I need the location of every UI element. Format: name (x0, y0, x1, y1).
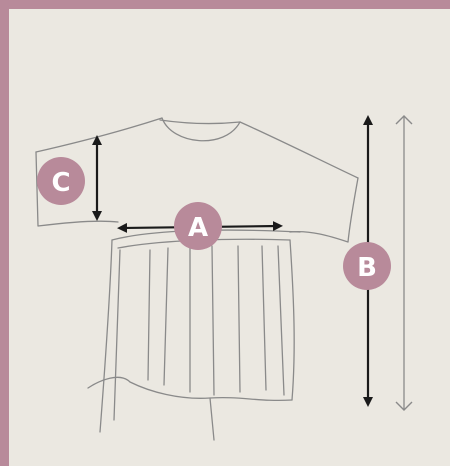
right-sleeve (289, 177, 359, 243)
label-a-text: A (188, 213, 208, 243)
label-badge-b: B (343, 242, 391, 290)
left-side-seam (99, 239, 113, 433)
right-side-seam (289, 239, 295, 401)
left-sleeve (35, 151, 119, 227)
hem-line (87, 376, 293, 402)
garment-sketch (35, 117, 359, 441)
paper-background (9, 9, 450, 466)
pleat-lines (147, 245, 285, 396)
label-c-text: C (51, 168, 70, 198)
neckline (159, 117, 241, 142)
label-b-text: B (357, 253, 377, 283)
label-badge-c: C (37, 157, 85, 205)
right-shoulder-line (239, 121, 359, 179)
left-shoulder-line (35, 117, 163, 153)
label-badge-a: A (174, 202, 222, 250)
